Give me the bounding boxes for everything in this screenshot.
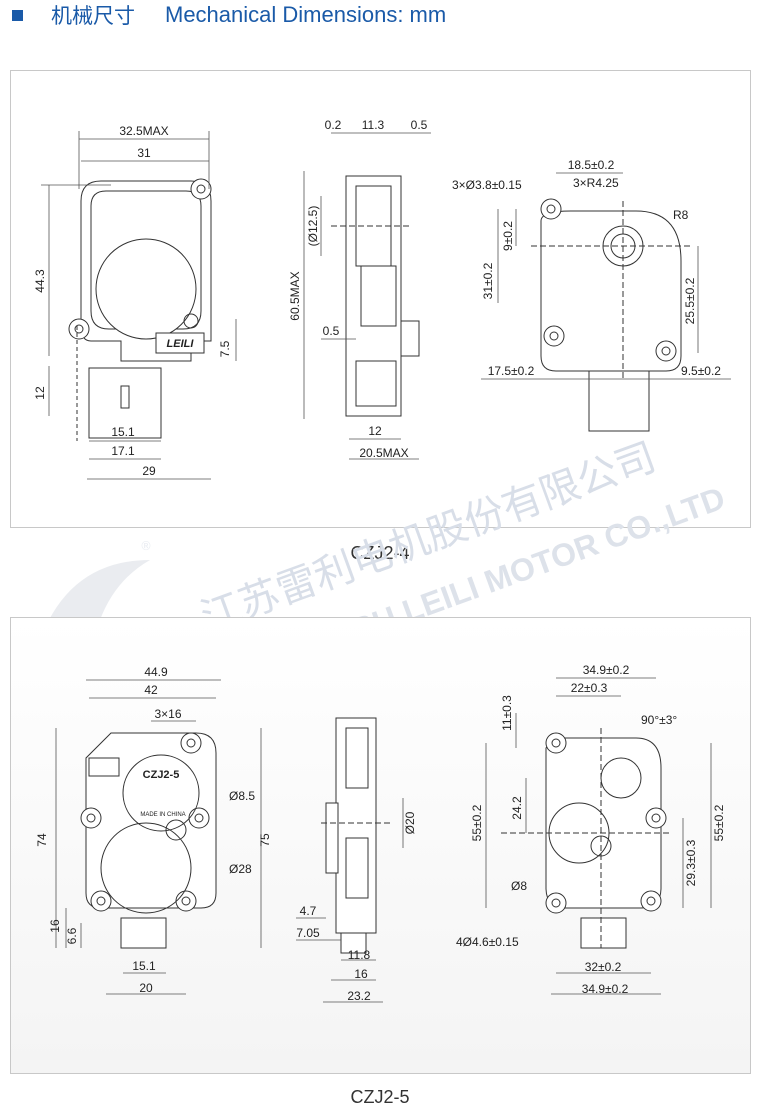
back-view-czj2-4 [531,198,691,432]
dim5-holes: 3×16 [154,707,181,721]
dim5-bottom-a: 16 [48,919,62,933]
dim-bottom-b: 17.1 [111,444,135,458]
front-dim-lines [41,131,237,480]
dim-width: 31 [137,146,151,160]
back-view-czj2-5 [501,728,671,949]
drawing-panel-czj2-4: LEILI 32.5MAX 31 44.3 7.5 12 15.1 17.1 2… [10,70,751,528]
side-view-czj2-5 [321,717,391,954]
dim-height: 44.3 [33,269,47,293]
dim-bottom-c: 29 [142,464,156,478]
caption-czj2-5: CZJ2-5 [350,1087,410,1107]
dim5-side-b: 7.05 [296,926,320,940]
dim5-back-height-left: 55±0.2 [470,804,484,841]
dim-side-top-c: 0.5 [411,118,428,132]
drawing-panel-czj2-5: CZJ2-5 MADE IN CHINA 44.9 42 3×16 74 75 … [10,617,751,1074]
header-title-zh: 机械尺寸 [51,4,135,28]
dim-back-bottom-right: 9.5±0.2 [681,364,721,378]
dim5-side-depth-a: 11.8 [348,948,371,962]
logo-registered: ® [140,539,152,553]
dim5-height-b: 75 [258,833,272,847]
dim5-back-bottom-a: 32±0.2 [585,960,622,974]
dim5-shaft-diameter: Ø8.5 [229,789,255,803]
front-view-czj2-5 [80,732,217,949]
dim5-back-pin-diameter: Ø8 [511,879,527,893]
back-dim-lines [481,172,731,380]
dim-side-top-b: 11.3 [362,118,385,132]
dim5-back-top-offset: 11±0.3 [500,695,514,731]
dim5-side-a: 4.7 [300,904,317,918]
dim5-width: 42 [144,683,158,697]
side-view-czj2-4 [331,175,420,417]
dim-overall-width: 32.5MAX [119,124,168,138]
dim-side-top-a: 0.2 [325,118,342,132]
dim5-back-angle: 90°±3° [641,713,677,727]
dim5-back-mid-b: 29.3±0.3 [684,839,698,886]
dim-label-height: 7.5 [218,340,232,357]
dim-back-bottom-left: 17.5±0.2 [488,364,535,378]
header-title-en: Mechanical Dimensions: mm [165,2,447,27]
dim-connector-height: 12 [33,386,47,400]
section-header: 机械尺寸 Mechanical Dimensions: mm [12,0,446,30]
dim5-conn-b: 20 [139,981,153,995]
dim-back-radius-spec: 3×R4.25 [573,176,619,190]
dim-back-vertical-a: 9±0.2 [501,221,515,251]
dim-bottom-a: 15.1 [111,425,135,439]
label-plate-text: LEILI [167,338,195,350]
dim5-back-mid-a: 24.2 [510,796,524,820]
label-origin-text: MADE IN CHINA [140,812,185,818]
side5-dim-lines [296,798,404,1003]
dim5-back-offset: 22±0.3 [571,681,608,695]
dim5-height-a: 74 [35,833,49,847]
dim5-side-depth-c: 23.2 [347,989,371,1003]
dim5-body-diameter: Ø28 [229,862,252,876]
drawing-czj2-4: LEILI 32.5MAX 31 44.3 7.5 12 15.1 17.1 2… [33,118,731,480]
front5-dim-lines [55,679,262,995]
dim5-back-hole-spec: 4Ø4.6±0.15 [456,935,519,949]
caption-czj2-4: CZJ2-4 [350,543,410,563]
dim-back-vertical-b: 31±0.2 [481,262,495,299]
header-bullet-icon [12,9,23,21]
dim-side-overall-depth: 20.5MAX [359,446,408,460]
dim5-side-depth-b: 16 [354,967,368,981]
dim5-back-height-right: 55±0.2 [712,804,726,841]
dim5-back-top-spacing: 34.9±0.2 [583,663,630,677]
drawing-czj2-5: CZJ2-5 MADE IN CHINA 44.9 42 3×16 74 75 … [35,663,726,1003]
dim5-bottom-b: 6.6 [65,927,79,944]
side-dim-lines [303,132,431,460]
dim-back-corner-radius: R8 [673,208,689,222]
dim-back-hole-spec: 3×Ø3.8±0.15 [452,178,522,192]
back5-dim-lines [485,677,712,995]
dim5-back-bottom-b: 34.9±0.2 [582,982,629,996]
dim5-side-diameter: Ø20 [403,811,417,834]
dim5-conn-a: 15.1 [132,959,156,973]
label-model-text: CZJ2-5 [143,769,180,781]
dim-side-diameter: (Ø12.5) [306,206,320,247]
front-view-czj2-4 [68,178,212,441]
dim5-overall-width: 44.9 [144,665,168,679]
dim-side-mid-gap: 0.5 [323,324,340,338]
dim-back-top-spacing: 18.5±0.2 [568,158,615,172]
dim-back-right-height: 25.5±0.2 [683,277,697,324]
dim-side-height: 60.5MAX [288,271,302,320]
dim-side-depth: 12 [368,424,382,438]
